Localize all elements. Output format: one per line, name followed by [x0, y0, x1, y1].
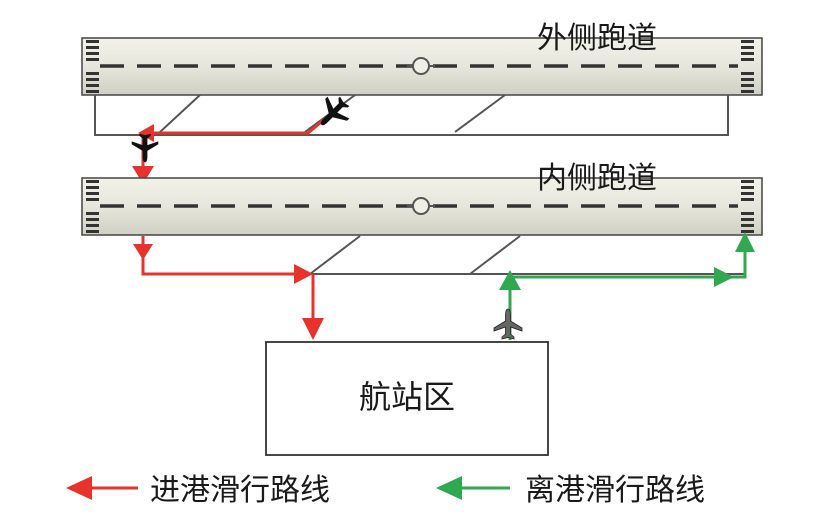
arrival-route-outer — [132, 106, 339, 184]
centerline-marker-icon — [407, 197, 435, 215]
terminal-area: 航站区 — [265, 341, 549, 456]
legend-arrival-label: 进港滑行路线 — [150, 473, 330, 508]
legend-item-departure: 离港滑行路线 — [436, 473, 705, 508]
departure-legend-arrow — [436, 476, 462, 500]
terminal-label: 航站区 — [359, 378, 455, 416]
legend: 进港滑行路线 离港滑行路线 — [66, 473, 705, 508]
aircraft-icon — [310, 90, 356, 136]
outer-taxiway — [94, 94, 729, 136]
departure-route — [499, 232, 755, 340]
arrival-arrow-head — [133, 244, 153, 260]
arrival-legend-arrow — [66, 476, 92, 500]
inner-runway: 内侧跑道 — [81, 161, 763, 236]
legend-item-arrival: 进港滑行路线 — [66, 473, 330, 508]
terminal-box — [265, 341, 549, 456]
centerline-marker-icon — [407, 57, 435, 75]
arrival-arrow-head — [138, 124, 154, 142]
arrival-arrow-head — [294, 264, 313, 284]
inner-runway-label: 内侧跑道 — [537, 161, 657, 196]
departure-arrow-head — [499, 270, 521, 290]
inner-taxiway — [143, 235, 745, 275]
arrival-arrow-head — [302, 318, 324, 340]
arrival-arrow-head — [132, 166, 154, 184]
aircraft-icon — [493, 308, 523, 340]
departure-arrow-head — [714, 267, 734, 287]
departure-arrow-head — [735, 232, 755, 252]
arrival-route-inner — [133, 236, 324, 340]
legend-departure-label: 离港滑行路线 — [525, 473, 705, 508]
aircraft-icon — [131, 133, 159, 163]
outer-runway: 外侧跑道 — [81, 21, 763, 96]
outer-runway-label: 外侧跑道 — [537, 21, 657, 56]
